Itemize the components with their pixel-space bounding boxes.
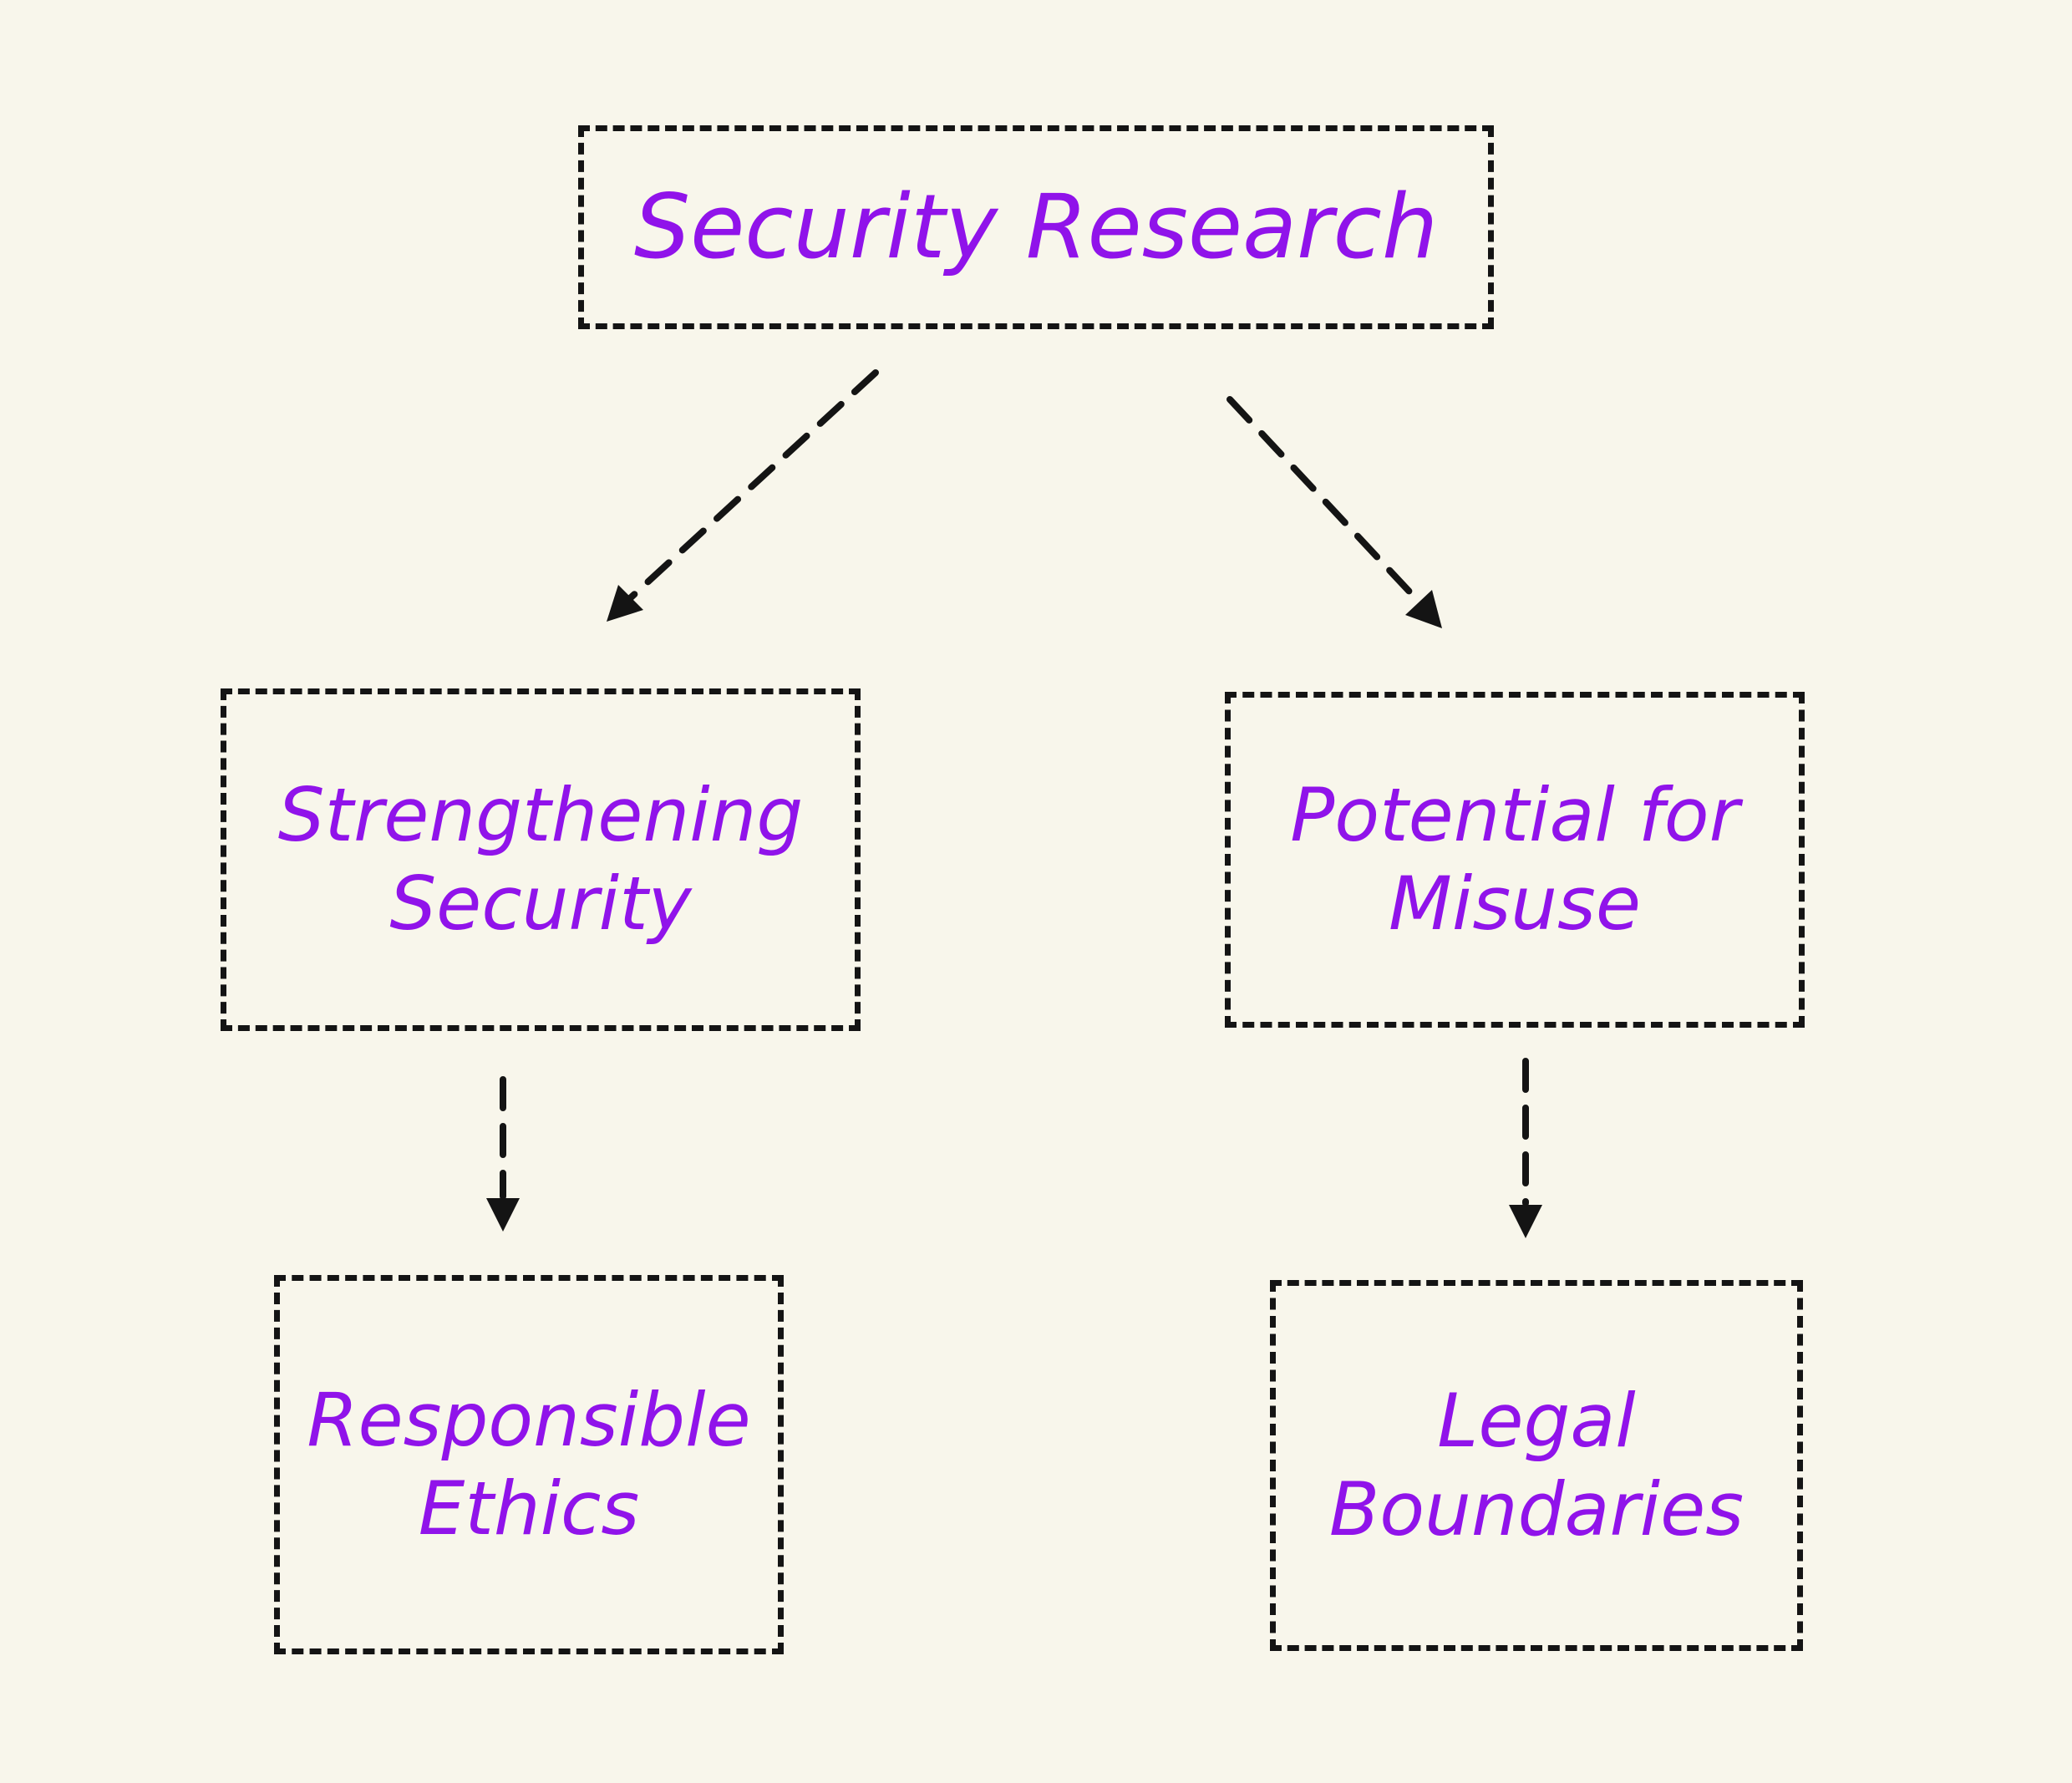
node-label-line: Security Research [633, 175, 1439, 279]
node-label: Responsible Ethics [280, 1281, 778, 1648]
node-security-research: Security Research [578, 125, 1494, 329]
node-label-line: Responsible [307, 1377, 751, 1464]
node-label-line: Boundaries [1328, 1466, 1744, 1552]
arrowhead-icon [607, 585, 643, 622]
edge-line [625, 369, 879, 603]
arrowhead-icon [1509, 1205, 1542, 1238]
edge-line [1226, 396, 1424, 607]
node-strengthening-security: Strengthening Security [221, 688, 861, 1031]
node-label: Potential for Misuse [1231, 698, 1799, 1022]
edge-misuse-to-legal [1509, 1058, 1542, 1238]
node-label-line: Misuse [1389, 861, 1641, 947]
node-label-line: Strengthening [277, 772, 804, 859]
node-label: Strengthening Security [226, 694, 855, 1025]
node-responsible-ethics: Responsible Ethics [274, 1275, 784, 1654]
arrowhead-icon [486, 1198, 520, 1232]
node-label-line: Security [389, 861, 692, 947]
node-label: Security Research [584, 131, 1488, 323]
node-legal-boundaries: Legal Boundaries [1270, 1280, 1803, 1651]
node-potential-for-misuse: Potential for Misuse [1225, 692, 1805, 1028]
node-label-line: Potential for [1290, 772, 1739, 859]
arrowhead-icon [1405, 590, 1442, 628]
node-label: Legal Boundaries [1276, 1286, 1797, 1645]
edge-root-to-strengthening [607, 369, 879, 622]
node-label-line: Legal [1437, 1378, 1636, 1465]
node-label-line: Ethics [418, 1466, 640, 1552]
edge-root-to-misuse [1226, 396, 1442, 628]
edge-strengthening-to-ethics [486, 1076, 520, 1232]
